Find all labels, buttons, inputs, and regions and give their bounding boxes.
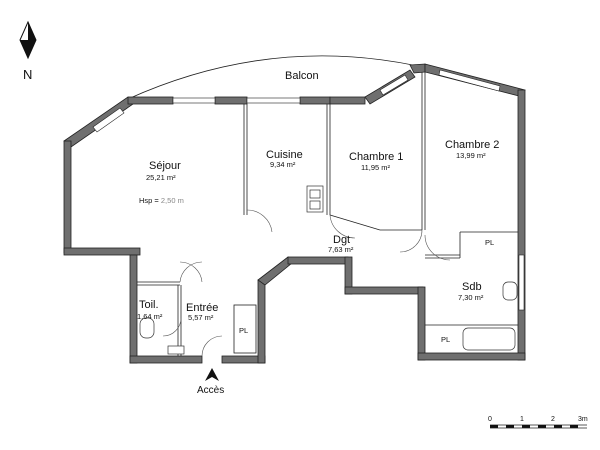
- compass-arrow-dark-lower: [20, 40, 28, 58]
- compass-arrow-dark-half: [28, 22, 36, 58]
- room-sejour-hsp: Hsp = 2,50 m: [139, 196, 184, 205]
- room-entree-area: 5,57 m²: [188, 313, 214, 322]
- closet-entree-label: PL: [239, 326, 248, 335]
- room-chambre2: Chambre 2 13,99 m²: [445, 139, 499, 160]
- scale-tick-2: 2: [551, 416, 555, 423]
- scale-bar: 0 1 2 3m: [488, 416, 588, 429]
- room-entree: Entrée 5,57 m²: [186, 302, 218, 322]
- scale-tick-0: 0: [488, 416, 492, 423]
- room-toil: Toil. 1,64 m²: [137, 299, 163, 321]
- room-cuisine-area: 9,34 m²: [270, 160, 296, 169]
- toilet-icon: [139, 317, 155, 339]
- hsp-value: 2,50 m: [161, 196, 184, 205]
- room-chambre1-area: 11,95 m²: [361, 163, 391, 172]
- room-sdb: Sdb 7,30 m²: [458, 281, 484, 302]
- fixtures: [139, 185, 518, 355]
- compass-north-label: N: [23, 67, 32, 82]
- room-toil-area: 1,64 m²: [137, 312, 163, 321]
- room-chambre1: Chambre 1 11,95 m²: [349, 151, 403, 172]
- exterior-walls: [63, 63, 526, 364]
- balcony-outline: [127, 55, 419, 100]
- entrance-arrow-icon: [205, 368, 219, 381]
- room-sdb-name: Sdb: [462, 281, 482, 293]
- room-chambre1-name: Chambre 1: [349, 151, 403, 163]
- closet-dgt-label: PL: [485, 238, 494, 247]
- room-dgt-name: Dgt: [333, 234, 350, 246]
- room-dgt-area: 7,63 m²: [328, 245, 354, 254]
- room-chambre2-name: Chambre 2: [445, 139, 499, 151]
- room-sdb-area: 7,30 m²: [458, 293, 484, 302]
- room-cuisine: Cuisine 9,34 m²: [266, 149, 303, 169]
- interior-walls: [137, 72, 518, 356]
- room-cuisine-name: Cuisine: [266, 149, 303, 161]
- compass: N: [19, 20, 37, 82]
- balcony-label: Balcon: [285, 70, 319, 82]
- hsp-label: Hsp =: [139, 196, 161, 205]
- closet-entree: [233, 304, 257, 354]
- room-sejour-name: Séjour: [149, 160, 181, 172]
- scale-tick-3: 3m: [578, 416, 588, 423]
- doors: [162, 209, 451, 357]
- room-dgt: Dgt 7,63 m²: [328, 234, 354, 254]
- scale-tick-1: 1: [520, 416, 524, 423]
- washbasin-icon: [502, 281, 518, 301]
- windows: [92, 69, 525, 311]
- room-sejour: Séjour 25,21 m² Hsp = 2,50 m: [139, 160, 184, 205]
- room-chambre2-area: 13,99 m²: [456, 151, 486, 160]
- room-toil-name: Toil.: [139, 299, 159, 311]
- bathtub-icon: [462, 327, 516, 351]
- room-sejour-area: 25,21 m²: [146, 173, 176, 182]
- room-entree-name: Entrée: [186, 302, 218, 314]
- closet-sdb-label: PL: [441, 335, 450, 344]
- entrance-label: Accès: [197, 385, 224, 396]
